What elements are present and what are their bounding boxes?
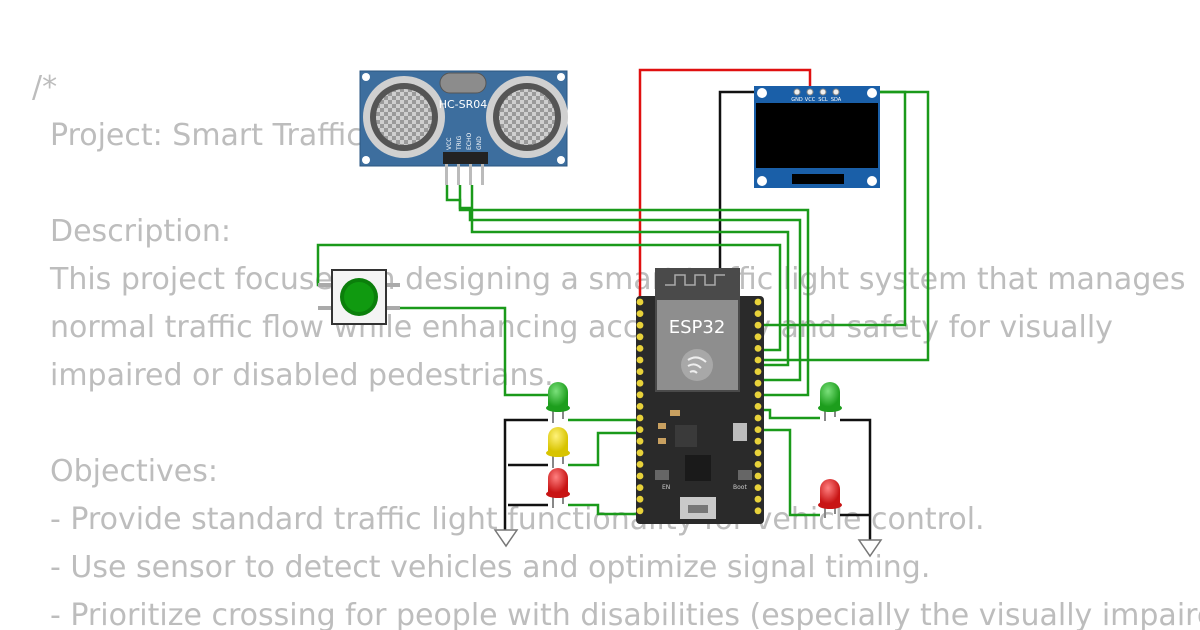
header-pin [754,437,762,445]
esp32-label: ESP32 [669,317,726,338]
esp32-left-pin-header [636,298,644,515]
header-pin [636,461,644,468]
header-pin [754,461,762,468]
oled-pin-vcc: VCC [805,97,816,103]
pin-label-gnd: GND [476,136,483,150]
header-pin [636,426,644,433]
pin-label-echo: ECHO [466,133,473,150]
header-pin [754,414,762,422]
pin-label-trig: TRIG [456,135,463,151]
oled-pin-gnd: GND [791,97,803,103]
header-pin [754,321,762,329]
description-line-1: This project focuses on designing a smar… [50,262,1186,297]
wire-button-bottom [395,306,548,397]
header-pin [754,356,762,364]
header-pin [636,298,644,306]
header-pin [636,310,644,317]
wires [316,68,930,540]
header-pin [636,368,644,375]
header-pin [636,449,644,457]
header-pin [636,414,644,422]
oled-display[interactable]: GND VCC SCL SDA [754,86,880,188]
header-pin [636,484,644,491]
header-pin [754,403,762,410]
wire-sr04-trig [458,185,802,382]
header-pin [636,437,644,445]
header-pin [754,495,762,503]
wire-oled-sda [760,90,930,362]
header-pin [754,310,762,317]
boot-label: Boot [733,484,747,491]
header-pin [636,321,644,329]
wire-vcc-red [638,68,812,300]
header-pin [754,333,762,341]
project-line: Project: Smart Traffic [50,118,363,153]
header-pin [636,333,644,341]
header-pin [754,507,762,515]
comment-open: /* [32,70,58,105]
led-green-right[interactable] [818,382,842,421]
ultrasonic-sensor[interactable]: HC-SR04 VCC TRIG ECHO GND [359,70,568,185]
wire-gnd-left [503,418,548,530]
header-pin [754,426,762,433]
header-pin [754,472,762,480]
wire-led-yellow-left [568,431,640,467]
wire-sr04-vcc [445,185,810,397]
header-pin [636,507,644,515]
description-line-2: normal traffic flow while enhancing acce… [50,310,1113,345]
objectives-heading: Objectives: [50,454,218,489]
header-pin [636,345,644,352]
header-pin [754,391,762,399]
header-pin [636,495,644,503]
sensor-label: HC-SR04 [439,98,488,111]
description-line-3: impaired or disabled pedestrians. [50,358,554,393]
header-pin [754,368,762,375]
wire-led-red-left [568,503,640,516]
esp32-right-pin-header [754,298,762,515]
header-pin [636,379,644,387]
header-pin [754,449,762,457]
esp32-board[interactable]: ESP32 Boot EN [636,268,764,524]
header-pin [636,356,644,364]
header-pin [636,403,644,410]
pin-label-vcc: VCC [446,138,453,150]
en-label: EN [662,484,670,491]
header-pin [754,345,762,352]
header-pin [636,472,644,480]
oled-pin-scl: SCL [818,97,828,103]
wire-led-green-right [760,408,820,420]
header-pin [754,379,762,387]
header-pin [636,391,644,399]
header-pin [754,298,762,306]
wire-led-red-right [760,428,820,517]
led-green-left[interactable] [546,382,570,423]
description-heading: Description: [50,214,231,249]
header-pin [754,484,762,491]
objective-2: - Use sensor to detect vehicles and opti… [50,550,931,585]
objective-3: - Prioritize crossing for people with di… [50,598,1200,630]
push-button[interactable] [318,269,400,325]
wire-sr04-echo [470,185,790,367]
led-red-right[interactable] [818,479,842,518]
oled-pin-sda: SDA [831,97,842,103]
led-yellow-left[interactable] [546,427,570,468]
wire-gnd-right [840,418,872,540]
led-red-left[interactable] [546,468,570,508]
ground-symbol-right [857,539,883,558]
ground-symbol-left [493,529,519,548]
